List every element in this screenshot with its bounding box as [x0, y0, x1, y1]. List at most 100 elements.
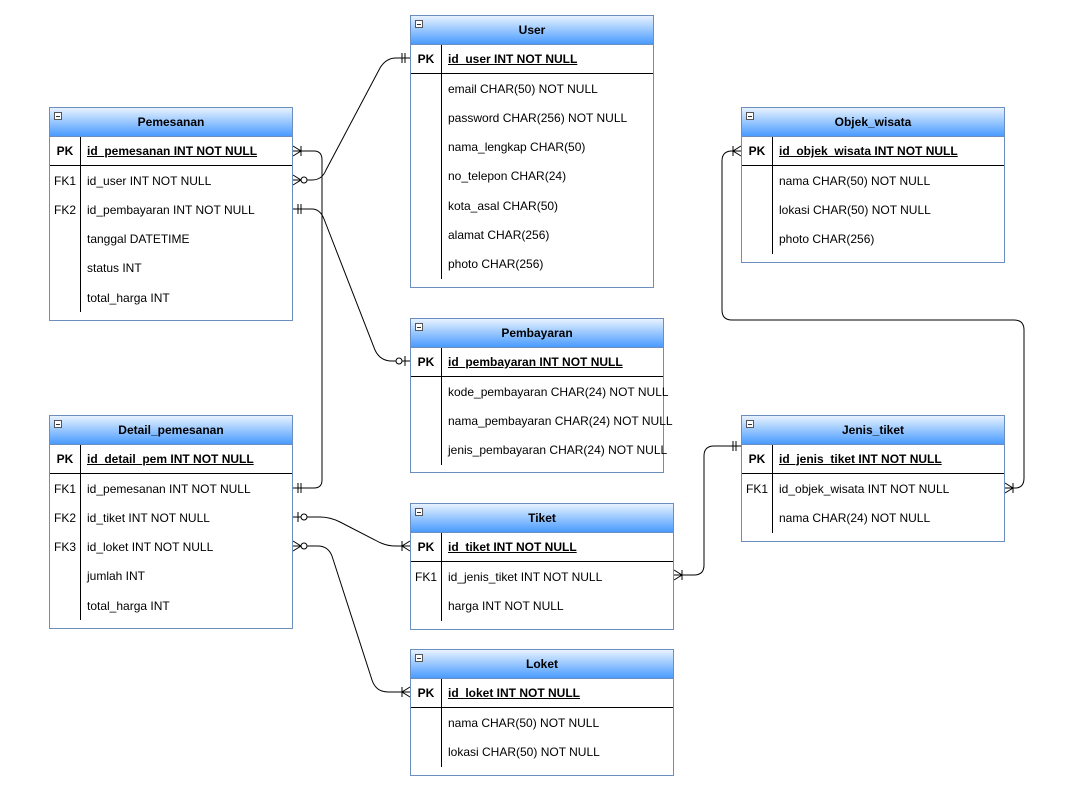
connector-pemesanan-pembayaran [293, 208, 410, 362]
attribute-field: nama_pembayaran CHAR(24) NOT NULL [448, 413, 673, 428]
collapse-icon[interactable] [746, 112, 754, 120]
attribute-row[interactable]: no_telepon CHAR(24) [411, 162, 653, 191]
collapse-icon[interactable] [415, 20, 423, 28]
attribute-row[interactable]: kode_pembayaran CHAR(24) NOT NULL [411, 377, 669, 406]
attribute-field: id_pemesanan INT NOT NULL [87, 481, 251, 496]
attribute-row[interactable]: nama_lengkap CHAR(50) [411, 133, 653, 162]
attribute-row[interactable]: nama CHAR(50) NOT NULL [742, 166, 1004, 195]
attribute-row[interactable]: total_harga INT [50, 591, 292, 620]
entity-header[interactable]: Detail_pemesanan [50, 416, 292, 445]
key-label: FK2 [53, 510, 76, 525]
attribute-row[interactable]: photo CHAR(256) [742, 225, 1004, 254]
collapse-icon[interactable] [415, 654, 423, 662]
collapse-icon[interactable] [415, 508, 423, 516]
attribute-row[interactable]: total_harga INT [50, 283, 292, 312]
key-label [411, 406, 441, 435]
attribute-row[interactable]: status INT [50, 254, 292, 283]
key-label: PK [56, 144, 74, 158]
attribute-row[interactable]: email CHAR(50) NOT NULL [411, 74, 653, 103]
attribute-row[interactable]: harga INT NOT NULL [411, 591, 673, 620]
column-divider [441, 533, 442, 561]
collapse-icon[interactable] [746, 420, 754, 428]
column-divider [441, 708, 442, 767]
attribute-field: lokasi CHAR(50) NOT NULL [779, 202, 931, 217]
entity-header[interactable]: User [411, 16, 653, 45]
attribute-field: kode_pembayaran CHAR(24) NOT NULL [448, 384, 669, 399]
cardinality-zero-one-marker [395, 357, 403, 365]
entity-header[interactable]: Jenis_tiket [742, 416, 1004, 445]
key-label: PK [417, 52, 435, 66]
entity-header[interactable]: Objek_wisata [742, 108, 1004, 137]
attribute-row[interactable]: nama_pembayaran CHAR(24) NOT NULL [411, 406, 673, 435]
attribute-field: id_loket INT NOT NULL [87, 540, 214, 555]
primary-key-row[interactable]: PK id_user INT NOT NULL [411, 45, 653, 74]
cardinality-one-marker [401, 53, 406, 63]
collapse-icon[interactable] [54, 420, 62, 428]
attribute-field: total_harga INT [87, 290, 170, 305]
attribute-row[interactable]: jenis_pembayaran CHAR(24) NOT NULL [411, 436, 667, 465]
attribute-field: alamat CHAR(256) [448, 227, 550, 242]
attribute-row[interactable]: nama CHAR(24) NOT NULL [742, 503, 1004, 532]
primary-key-field: id_user INT NOT NULL [448, 52, 578, 66]
column-divider [80, 474, 81, 621]
entity-header[interactable]: Tiket [411, 504, 673, 533]
entity-header[interactable]: Pembayaran [411, 319, 663, 348]
key-label: PK [417, 355, 435, 369]
cardinality-many-marker [1004, 482, 1014, 494]
attribute-field: id_objek_wisata INT NOT NULL [779, 481, 950, 496]
attribute-row[interactable]: nama CHAR(50) NOT NULL [411, 708, 673, 737]
column-divider [441, 679, 442, 707]
cardinality-many-marker [673, 569, 683, 581]
entity-header[interactable]: Loket [411, 650, 673, 679]
key-label [50, 254, 80, 283]
entity-title: Pemesanan [137, 115, 205, 129]
entity-header[interactable]: Pemesanan [50, 108, 292, 137]
attribute-row[interactable]: lokasi CHAR(50) NOT NULL [742, 195, 1004, 224]
attribute-list: nama CHAR(50) NOT NULL lokasi CHAR(50) NO… [742, 166, 1004, 260]
attribute-row[interactable]: photo CHAR(256) [411, 250, 653, 279]
attribute-field: no_telepon CHAR(24) [448, 169, 567, 184]
attribute-field: jumlah INT [87, 569, 146, 584]
key-label [742, 166, 772, 195]
attribute-field: harga INT NOT NULL [448, 598, 564, 613]
attribute-row[interactable]: kota_asal CHAR(50) [411, 191, 653, 220]
collapse-icon[interactable] [54, 112, 62, 120]
primary-key-field: id_detail_pem INT NOT NULL [87, 452, 254, 466]
column-divider [441, 45, 442, 73]
attribute-row[interactable]: alamat CHAR(256) [411, 220, 653, 249]
collapse-icon[interactable] [415, 323, 423, 331]
attribute-field: id_jenis_tiket INT NOT NULL [448, 569, 603, 584]
key-label: FK2 [53, 202, 76, 217]
connector-tiket-jenis-tiket [674, 445, 741, 576]
attribute-row[interactable]: tanggal DATETIME [50, 225, 292, 254]
attribute-field: kota_asal CHAR(50) [448, 198, 559, 213]
attribute-row[interactable]: password CHAR(256) NOT NULL [411, 103, 653, 132]
attribute-row[interactable]: lokasi CHAR(50) NOT NULL [411, 737, 673, 766]
attribute-row[interactable]: jumlah INT [50, 562, 292, 591]
